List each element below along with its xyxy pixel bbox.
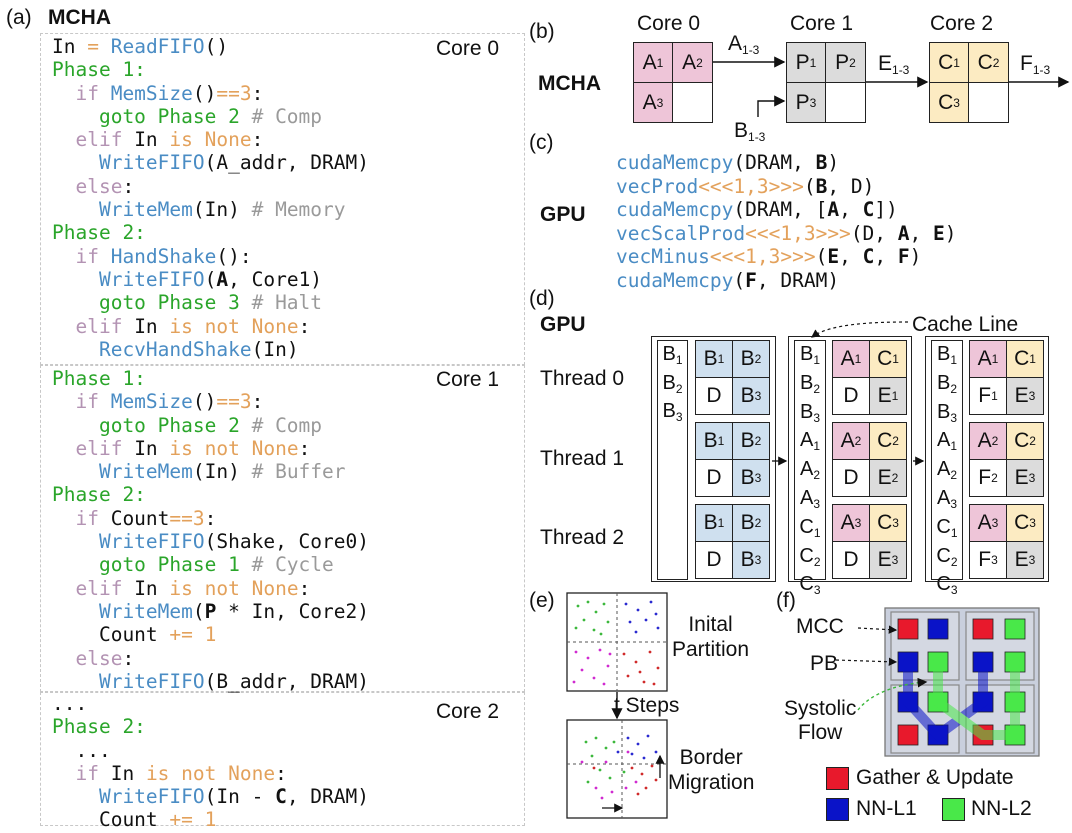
panel-d-tag: (d) <box>529 287 555 310</box>
core1-label: Core 1 <box>436 368 500 391</box>
partition-plots <box>566 592 668 819</box>
core2-title: Core 2 <box>930 12 994 35</box>
thread1-label: Thread 1 <box>540 447 625 470</box>
core0-code: In = ReadFIFO() Phase 1: if MemSize()==3… <box>52 35 369 361</box>
panel-f-tag: (f) <box>776 589 796 612</box>
legend-nnl1-label: NN-L1 <box>856 797 917 820</box>
panel-b-label: MCHA <box>538 72 601 95</box>
arrow-e-label: E1-3 <box>878 52 910 77</box>
mcc-label: MCC <box>796 615 844 638</box>
panel-e-tag: (e) <box>529 589 555 612</box>
migrated-points <box>580 734 658 800</box>
core0-title: Core 0 <box>637 12 701 35</box>
panel-c-label: GPU <box>540 203 586 226</box>
core1-box <box>40 365 525 692</box>
border-migration-label: Border Migration <box>668 746 755 794</box>
arrow-a-label: A1-3 <box>728 32 760 57</box>
arrow-b-label: B1-3 <box>734 119 766 144</box>
panel-c-tag: (c) <box>529 131 554 154</box>
core2-code: ... Phase 2: ... if In is not None: Writ… <box>52 692 370 832</box>
panel-a-tag: (a) <box>6 6 32 29</box>
panel-a-title: MCHA <box>48 6 111 29</box>
legend-nnl2-label: NN-L2 <box>971 797 1032 820</box>
panel-b-tag: (b) <box>529 20 555 43</box>
t-steps-label: t Steps <box>614 694 680 717</box>
legend-gather-label: Gather & Update <box>856 766 1014 789</box>
initial-points <box>572 600 660 686</box>
pb-label: PB <box>810 652 839 675</box>
core2-box <box>40 692 525 826</box>
stage1-frame <box>651 336 776 582</box>
gpu-code: cudaMemcpy(DRAM, B) vecProd<<<1,3>>>(B, … <box>616 151 957 292</box>
systolic-flow-label: Systolic Flow <box>784 697 857 744</box>
core0-label: Core 0 <box>436 37 500 60</box>
legend-nnl2-swatch <box>942 798 965 821</box>
arrow-f-label: F1-3 <box>1020 52 1051 77</box>
legend-gather-swatch <box>826 767 849 790</box>
thread0-label: Thread 0 <box>540 367 625 390</box>
panel-d-label: GPU <box>540 313 586 336</box>
core1-code: Phase 1: if MemSize()==3: goto Phase 2 #… <box>52 367 370 693</box>
legend-nnl1-swatch <box>826 798 849 821</box>
core0-box <box>40 33 525 365</box>
stage2-frame <box>788 336 912 582</box>
stage3-frame <box>925 336 1049 582</box>
thread2-label: Thread 2 <box>540 526 625 549</box>
core2-label: Core 2 <box>436 700 500 723</box>
core1-title: Core 1 <box>790 12 854 35</box>
cache-line-label: Cache Line <box>912 313 1019 336</box>
initial-partition-label: Inital Partition <box>672 613 750 661</box>
